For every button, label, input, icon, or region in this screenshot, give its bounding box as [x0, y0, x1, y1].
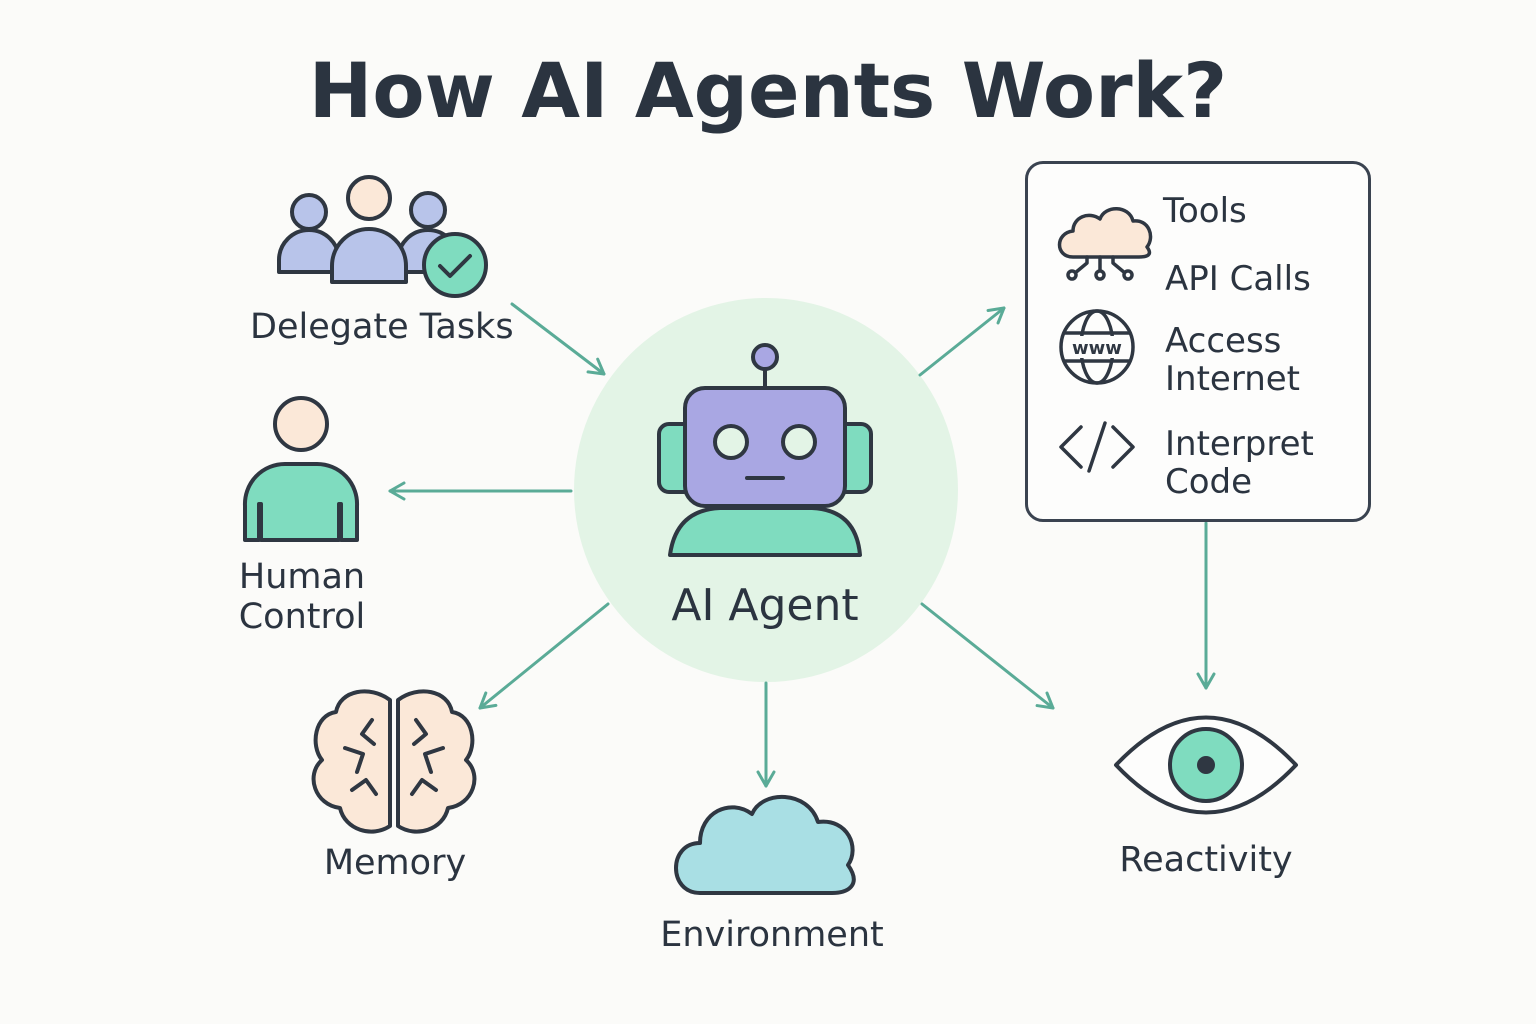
ai-agent-label: AI Agent [671, 580, 859, 631]
arrow-reactivity [920, 602, 1055, 710]
tools-icons: www [1057, 207, 1153, 473]
interpret-code-line1: Interpret [1165, 424, 1314, 464]
page-title: How AI Agents Work? [308, 46, 1228, 135]
delegate-tasks-label: Delegate Tasks [250, 307, 514, 347]
environment-label: Environment [660, 915, 884, 955]
cloud-network-icon [1057, 207, 1153, 281]
arrow-memory [478, 602, 610, 710]
globe-icon: www [1059, 309, 1135, 385]
arrow-tools [918, 306, 1006, 377]
arrow-delegate [510, 302, 606, 376]
www-text: www [1072, 338, 1122, 359]
eye-icon [1114, 715, 1298, 815]
person-icon [242, 396, 360, 542]
brain-icon [311, 689, 477, 834]
interpret-code-line2: Code [1165, 462, 1253, 502]
reactivity-label: Reactivity [1119, 840, 1293, 880]
tools-panel: www Tools API Calls Access Internet Inte… [1025, 161, 1371, 522]
access-internet-label: Access Internet [1165, 322, 1300, 398]
team-check-icon [277, 175, 488, 298]
tools-heading: Tools [1163, 191, 1247, 231]
code-icon [1059, 421, 1135, 473]
human-control-label: Human Control [222, 557, 382, 637]
api-calls-label: API Calls [1165, 259, 1311, 299]
connectors [388, 302, 1216, 788]
access-internet-line1: Access [1165, 321, 1282, 361]
cloud-icon [674, 794, 856, 895]
memory-label: Memory [323, 843, 467, 883]
human-control-line1: Human [238, 557, 366, 597]
access-internet-line2: Internet [1165, 359, 1301, 399]
human-control-line2: Control [238, 597, 366, 637]
interpret-code-label: Interpret Code [1165, 425, 1314, 501]
robot-icon [657, 343, 873, 557]
